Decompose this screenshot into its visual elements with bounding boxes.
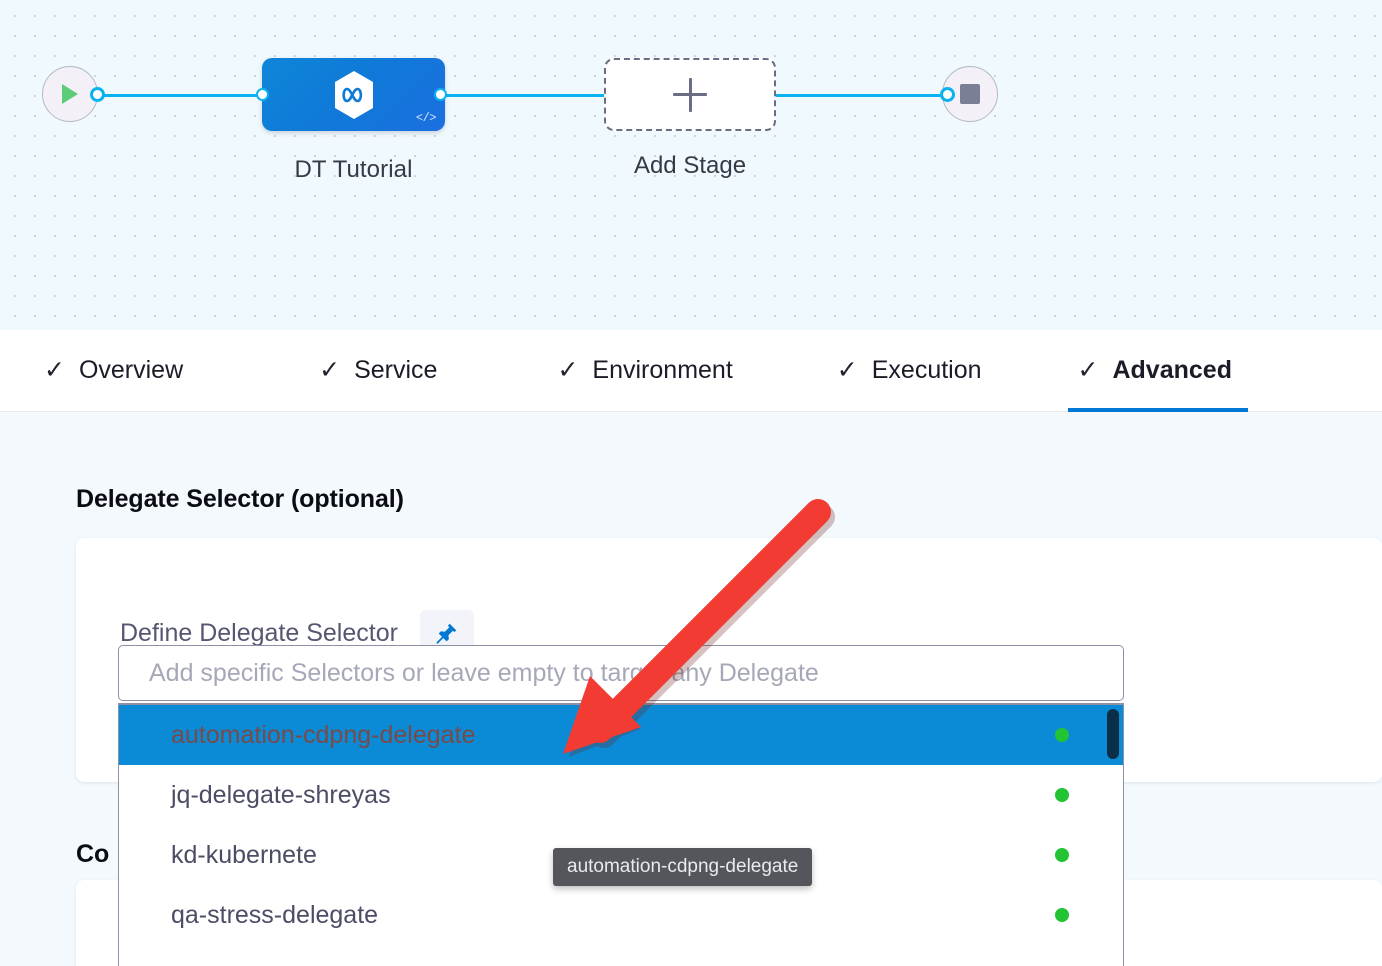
delegate-name-tooltip: automation-cdpng-delegate bbox=[553, 848, 812, 886]
dropdown-option-qa-stress-delegate[interactable]: qa-stress-delegate bbox=[119, 885, 1123, 945]
stage-tabs: ✓ Overview ✓ Service ✓ Environment ✓ Exe… bbox=[0, 330, 1382, 412]
stage-node-label: DT Tutorial bbox=[262, 156, 445, 184]
edge-addstage-to-end bbox=[776, 94, 948, 97]
check-icon: ✓ bbox=[44, 358, 65, 383]
end-node-port[interactable] bbox=[940, 87, 955, 102]
dropdown-option-label: jq-delegate-shreyas bbox=[171, 781, 391, 810]
tab-service[interactable]: ✓ Service bbox=[309, 330, 447, 412]
dropdown-option-jq-delegate-shreyas[interactable]: jq-delegate-shreyas bbox=[119, 765, 1123, 825]
page-title: Delegate Selector (optional) bbox=[76, 485, 404, 514]
start-node-port[interactable] bbox=[90, 87, 105, 102]
stage-output-port[interactable] bbox=[434, 88, 447, 101]
delegate-status-dot bbox=[1055, 848, 1069, 862]
stage-input-port[interactable] bbox=[256, 88, 269, 101]
dropdown-option-label: kd-kubernete bbox=[171, 841, 317, 870]
play-icon bbox=[59, 82, 81, 106]
plus-icon-vertical bbox=[689, 78, 692, 112]
delegate-selector-dropdown[interactable]: automation-cdpng-delegate jq-delegate-sh… bbox=[118, 703, 1124, 966]
dropdown-option-label: qa-stress-delegate bbox=[171, 901, 378, 930]
dropdown-scrollbar[interactable] bbox=[1107, 709, 1119, 966]
stop-icon bbox=[960, 84, 980, 104]
edge-stage-to-addstage bbox=[440, 94, 612, 97]
pin-icon bbox=[435, 621, 459, 645]
add-stage-label: Add Stage bbox=[604, 152, 776, 180]
add-stage-button[interactable] bbox=[604, 58, 776, 131]
check-icon: ✓ bbox=[1078, 358, 1099, 383]
dropdown-option-label: automation-cdpng-delegate bbox=[171, 721, 475, 750]
tab-service-label: Service bbox=[354, 356, 437, 385]
delegate-status-dot bbox=[1055, 788, 1069, 802]
tab-overview-label: Overview bbox=[79, 356, 183, 385]
stage-code-icon: </> bbox=[416, 111, 436, 125]
delegate-selector-placeholder: Add specific Selectors or leave empty to… bbox=[149, 659, 819, 688]
check-icon: ✓ bbox=[557, 358, 578, 383]
dropdown-option-automation-cdpng-delegate[interactable]: automation-cdpng-delegate bbox=[119, 705, 1123, 765]
tab-execution[interactable]: ✓ Execution bbox=[827, 330, 992, 412]
edge-start-to-stage bbox=[96, 94, 266, 97]
check-icon: ✓ bbox=[837, 358, 858, 383]
tab-advanced[interactable]: ✓ Advanced bbox=[1068, 330, 1248, 412]
delegate-status-dot bbox=[1055, 908, 1069, 922]
tab-execution-label: Execution bbox=[872, 356, 982, 385]
define-delegate-selector-label: Define Delegate Selector bbox=[120, 619, 398, 648]
second-section-title: Co bbox=[76, 840, 109, 869]
harness-hexagon-infinity-icon bbox=[332, 70, 376, 120]
delegate-selector-combobox: Add specific Selectors or leave empty to… bbox=[118, 645, 1124, 966]
tab-environment-label: Environment bbox=[592, 356, 732, 385]
delegate-selector-input-box[interactable]: Add specific Selectors or leave empty to… bbox=[118, 645, 1124, 701]
pipeline-canvas[interactable]: </> DT Tutorial Add Stage bbox=[0, 0, 1382, 330]
tab-environment[interactable]: ✓ Environment bbox=[547, 330, 742, 412]
delegate-status-dot bbox=[1055, 728, 1069, 742]
tab-advanced-label: Advanced bbox=[1112, 356, 1231, 385]
dropdown-scrollbar-thumb[interactable] bbox=[1107, 709, 1119, 759]
check-icon: ✓ bbox=[319, 358, 340, 383]
stage-node-dt-tutorial[interactable]: </> bbox=[262, 58, 445, 131]
tab-overview[interactable]: ✓ Overview bbox=[34, 330, 193, 412]
